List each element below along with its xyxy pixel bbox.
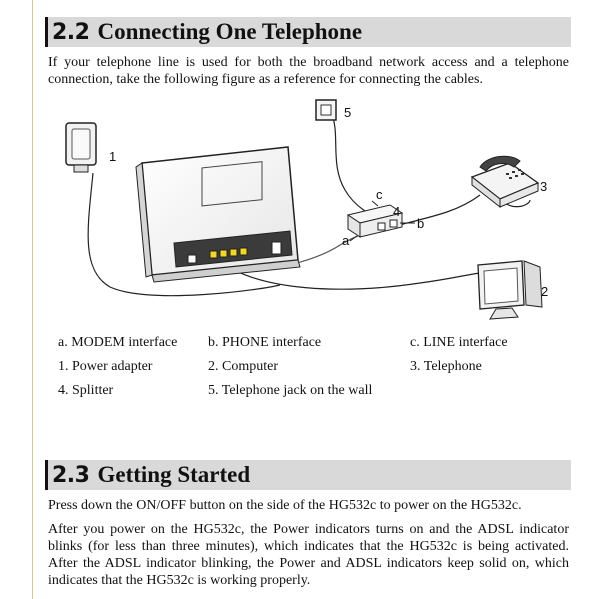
section-title: Getting Started bbox=[97, 462, 251, 487]
section-2-3-header: 2.3 Getting Started bbox=[45, 460, 571, 490]
section-number: 2.3 bbox=[52, 462, 90, 488]
ethernet-cable bbox=[222, 262, 481, 290]
power-on-paragraph: Press down the ON/OFF button on the side… bbox=[48, 498, 522, 513]
legend-item: b. PHONE interface bbox=[208, 335, 322, 350]
legend-item: a. MODEM interface bbox=[58, 335, 178, 350]
callout-4: 4 bbox=[393, 204, 400, 219]
callout-3: 3 bbox=[540, 179, 547, 194]
callout-c: c bbox=[376, 187, 383, 202]
modem-ports bbox=[187, 241, 282, 264]
callout-2: 2 bbox=[541, 284, 548, 299]
legend-item: 5. Telephone jack on the wall bbox=[208, 383, 373, 398]
legend-item: 4. Splitter bbox=[58, 383, 114, 398]
legend-item: 3. Telephone bbox=[410, 359, 482, 374]
callout-a: a bbox=[342, 233, 350, 248]
callout-b: b bbox=[417, 216, 424, 231]
wall-jack-icon bbox=[315, 99, 337, 121]
indicator-paragraph: After you power on the HG532c, the Power… bbox=[48, 522, 569, 588]
intro-paragraph: If your telephone line is used for both … bbox=[48, 55, 569, 87]
computer-icon bbox=[477, 260, 543, 320]
callout-1: 1 bbox=[109, 149, 116, 164]
section-2-2-header: 2.2 Connecting One Telephone bbox=[45, 17, 571, 47]
power-adapter-icon bbox=[65, 122, 97, 173]
legend-item: c. LINE interface bbox=[410, 335, 508, 350]
section-number: 2.2 bbox=[52, 19, 90, 45]
section-title: Connecting One Telephone bbox=[97, 19, 363, 44]
splitter-icon bbox=[346, 204, 404, 238]
power-cable bbox=[87, 172, 281, 297]
legend-item: 1. Power adapter bbox=[58, 359, 153, 374]
callout-5: 5 bbox=[344, 105, 351, 120]
phone-cable bbox=[394, 194, 481, 227]
telephone-icon bbox=[470, 155, 540, 209]
legend-item: 2. Computer bbox=[208, 359, 278, 374]
modem-icon bbox=[135, 146, 301, 283]
page-margin-line bbox=[32, 0, 616, 599]
connection-diagram: 1 2 3 4 5 a b c bbox=[65, 99, 548, 320]
